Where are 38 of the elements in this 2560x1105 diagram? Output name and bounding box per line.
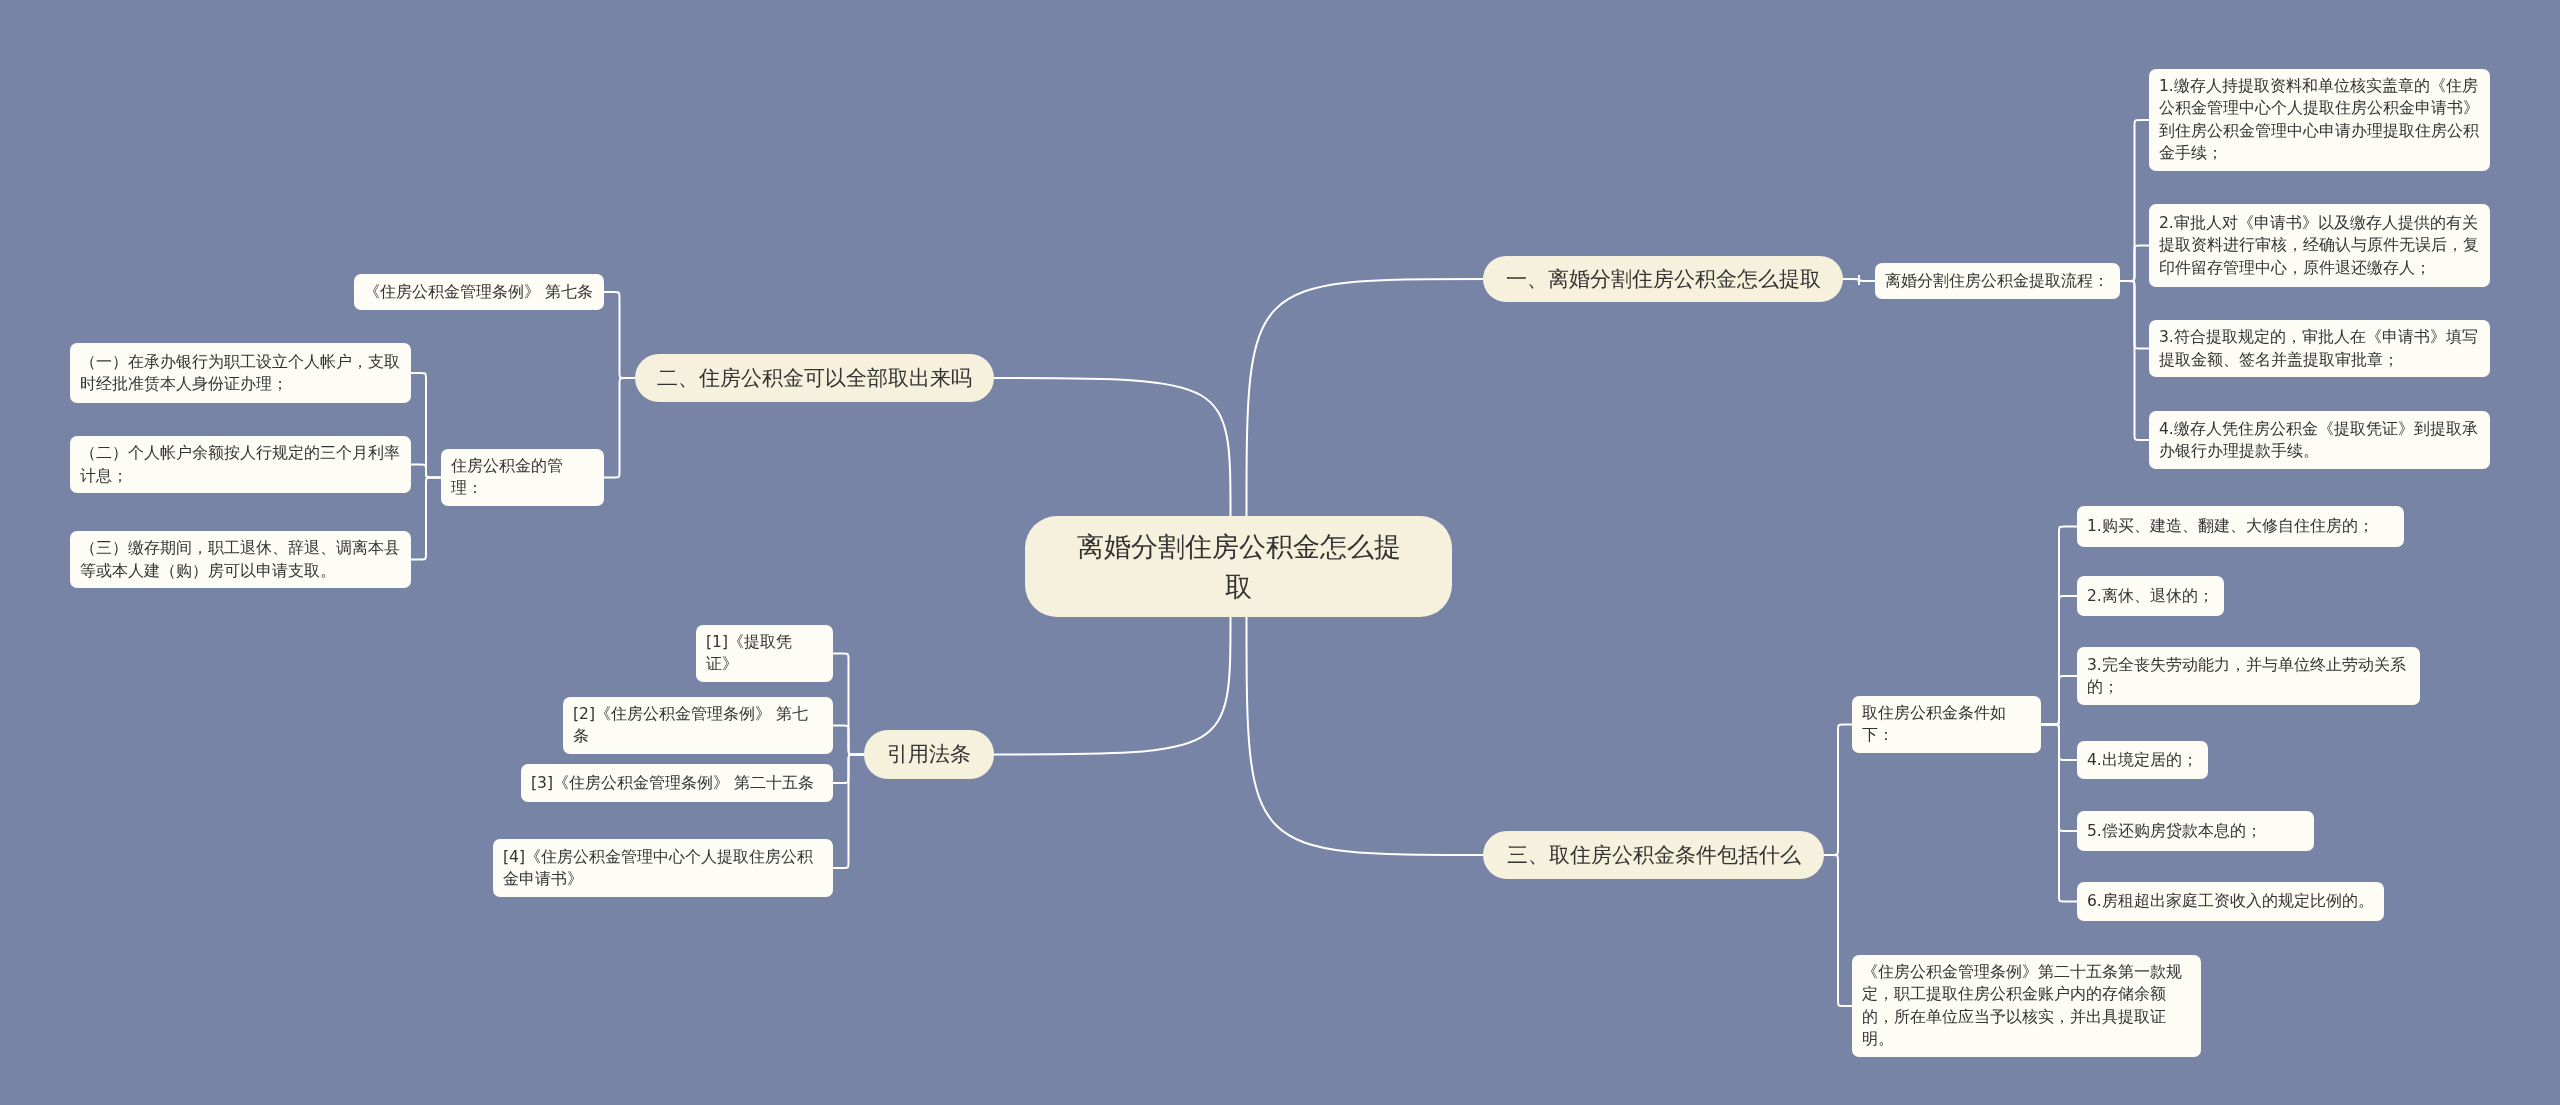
connector-line <box>832 753 865 869</box>
subtopic-box: 4.出境定居的； <box>2077 741 2208 779</box>
subtopic-box: 1.缴存人持提取资料和单位核实盖章的《住房公积金管理中心个人提取住房公积金申请书》到住房公积金管理中心申请办理提取住房公积金手续； <box>2149 69 2490 171</box>
connector-line <box>1245 616 1484 856</box>
subtopic-box: 1.购买、建造、翻建、大修自住住房的； <box>2077 506 2404 547</box>
connector-line <box>993 616 1232 756</box>
connector-line <box>1823 854 1853 1007</box>
subtopic-box: 取住房公积金条件如下： <box>1852 696 2041 753</box>
subtopic-box: 5.偿还购房贷款本息的； <box>2077 811 2314 851</box>
subtopic-box: 《住房公积金管理条例》第二十五条第一款规定，职工提取住房公积金账户内的存储余额的，所在单位应当予以核实，并出具提取证明。 <box>1852 955 2201 1057</box>
connector-line <box>2040 723 2078 903</box>
subtopic-box: 2.离休、退休的； <box>2077 576 2224 616</box>
subtopic-box: （三）缴存期间，职工退休、辞退、调离本县等或本人建（购）房可以申请支取。 <box>70 531 411 588</box>
subtopic-box: [2]《住房公积金管理条例》 第七条 <box>563 697 833 754</box>
branch-topic: 引用法条 <box>864 730 994 779</box>
connector-line <box>410 476 442 561</box>
subtopic-box: （一）在承办银行为职工设立个人帐户，支取时经批准赁本人身份证办理； <box>70 343 411 403</box>
subtopic-box: 2.审批人对《申请书》以及缴存人提供的有关提取资料进行审核，经确认与原件无误后，复印件留存管理中心，原件退还缴存人； <box>2149 204 2490 287</box>
subtopic-box: 离婚分割住房公积金提取流程： <box>1875 263 2120 299</box>
connector-line <box>1842 274 1876 286</box>
subtopic-box: 6.房租超出家庭工资收入的规定比例的。 <box>2077 882 2384 921</box>
connector-line <box>603 377 636 479</box>
subtopic-box: 3.完全丧失劳动能力，并与单位终止劳动关系的； <box>2077 647 2420 705</box>
connector-line <box>993 377 1232 517</box>
subtopic-box: 住房公积金的管理： <box>441 449 604 506</box>
subtopic-box: 3.符合提取规定的，审批人在《申请书》填写提取金额、签名并盖提取审批章； <box>2149 320 2490 377</box>
root-topic: 离婚分割住房公积金怎么提取 <box>1025 516 1452 617</box>
subtopic-box: [4]《住房公积金管理中心个人提取住房公积金申请书》 <box>493 839 833 897</box>
connector-line <box>1245 278 1484 517</box>
subtopic-box: [1]《提取凭证》 <box>696 625 833 682</box>
subtopic-box: [3]《住房公积金管理条例》 第二十五条 <box>521 764 833 802</box>
connector-line <box>2119 280 2150 441</box>
branch-topic: 一、离婚分割住房公积金怎么提取 <box>1483 256 1843 302</box>
branch-topic: 三、取住房公积金条件包括什么 <box>1483 831 1824 879</box>
subtopic-box: 《住房公积金管理条例》 第七条 <box>354 274 604 310</box>
subtopic-box: 4.缴存人凭住房公积金《提取凭证》到提取承办银行办理提款手续。 <box>2149 411 2490 469</box>
subtopic-box: （二）个人帐户余额按人行规定的三个月利率计息； <box>70 436 411 493</box>
branch-topic: 二、住房公积金可以全部取出来吗 <box>635 354 994 402</box>
